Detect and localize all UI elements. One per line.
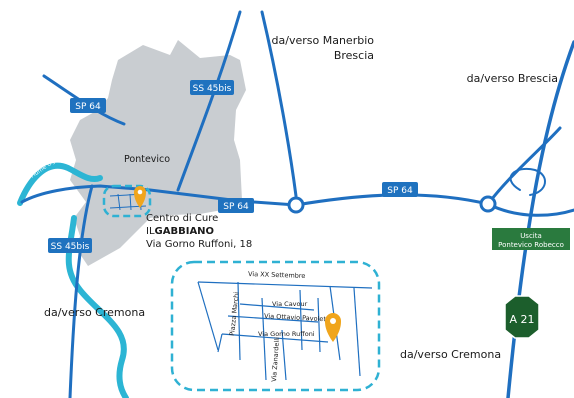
- mini-streets: [109, 193, 147, 211]
- inset-map: Via XX Settembre Via Cavour Via Ottavio …: [170, 260, 381, 392]
- direction-manerbio: da/verso Manerbio: [272, 34, 375, 47]
- svg-text:A 21: A 21: [509, 313, 534, 326]
- center-name-line2: ILGABBIANO: [146, 226, 214, 237]
- svg-text:Uscita: Uscita: [520, 232, 542, 240]
- svg-text:SS 45bis: SS 45bis: [51, 242, 90, 252]
- svg-text:Pontevico Robecco: Pontevico Robecco: [498, 241, 564, 249]
- location-highlight-box: [102, 184, 152, 218]
- motorway-badge-a21: A 21: [504, 295, 540, 339]
- svg-text:SP 64: SP 64: [387, 186, 413, 196]
- map-pin-icon: [325, 313, 341, 342]
- inset-border: [170, 260, 381, 392]
- direction-cremona-left: da/verso Cremona: [44, 306, 145, 319]
- street-zanardelli: Via Zanardelli: [270, 337, 281, 382]
- direction-manerbio-brescia: Brescia: [334, 49, 374, 62]
- svg-text:SS 45bis: SS 45bis: [193, 84, 232, 94]
- svg-text:SP 64: SP 64: [223, 202, 249, 212]
- center-address: Via Gorno Ruffoni, 18: [146, 239, 252, 250]
- river-label-lower: Fiume Oglio: [79, 264, 112, 290]
- shield-sp64-a: SP 64: [70, 98, 106, 113]
- center-name-line1: Centro di Cure: [146, 213, 218, 224]
- street-gorno-ruffoni: Via Gorno Ruffoni: [258, 330, 315, 338]
- shield-ss45bis-left: SS 45bis: [48, 238, 92, 253]
- shield-sp64-c: SP 64: [382, 182, 418, 197]
- town-label: Pontevico: [124, 154, 170, 165]
- direction-cremona-right: da/verso Cremona: [400, 348, 501, 361]
- map-pin-icon: [134, 186, 146, 208]
- shield-sp64-b: SP 64: [218, 198, 254, 213]
- motorway-exit-sign: Uscita Pontevico Robecco: [492, 228, 570, 250]
- svg-text:SP 64: SP 64: [75, 102, 101, 112]
- street-xx-settembre: Via XX Settembre: [248, 270, 306, 280]
- street-cavour: Via Cavour: [272, 300, 308, 308]
- street-ottavio: Via Ottavio Pavoletto: [264, 312, 333, 324]
- shield-ss45bis-top: SS 45bis: [190, 80, 234, 95]
- town-area: [70, 40, 246, 266]
- inset-streets: [197, 281, 373, 381]
- roundabout-icon: [479, 195, 497, 213]
- roundabout-icon: [287, 196, 305, 214]
- direction-brescia: da/verso Brescia: [467, 72, 558, 85]
